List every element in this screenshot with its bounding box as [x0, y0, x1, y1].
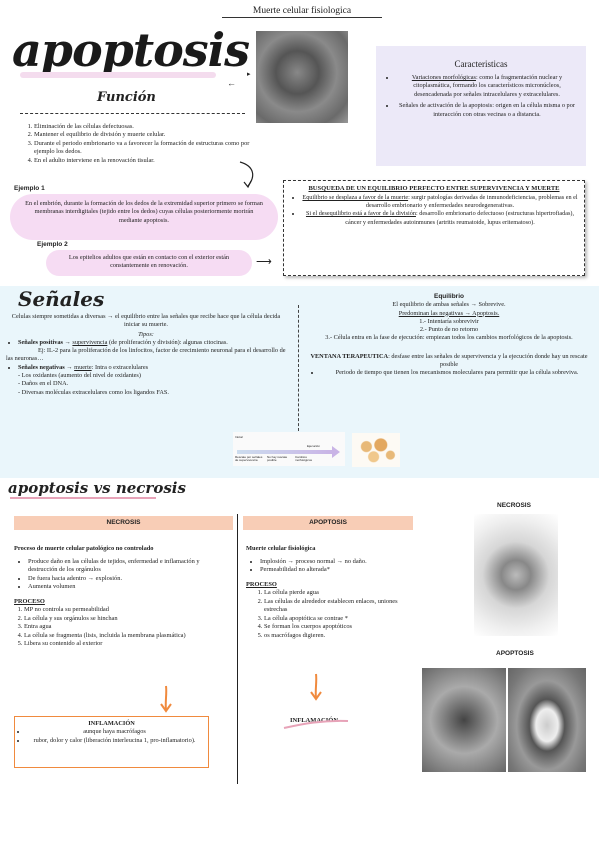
- curved-arrow-icon: [239, 161, 254, 189]
- equilibrio-line1: El equilibrio de ambas señales → Sobrevi…: [392, 301, 506, 309]
- list-item: Señales positivas → supervivencia (de pr…: [18, 339, 286, 347]
- list-item: os macrófagos digieren.: [264, 632, 422, 641]
- down-arrow-icon: [160, 685, 172, 713]
- list-item: Permeabilidad no alterada*: [260, 566, 422, 575]
- ejemplo1-pill: En el embrión, durante la formación de l…: [10, 194, 278, 240]
- cell-cluster-image: [352, 433, 400, 467]
- necrosis-proceso-label: PROCESO: [14, 597, 45, 605]
- necrosis-subtitle: Proceso de muerte celular patológico no …: [14, 545, 154, 552]
- list-item: Produce daño en las células de tejidos, …: [28, 558, 230, 575]
- diagram-label: Ejecución: [307, 444, 321, 448]
- list-item: - Los oxidantes (aumento del nivel de ox…: [18, 372, 141, 380]
- hero-title: apoptosis: [12, 23, 250, 77]
- ejemplo1-label: Ejemplo 1: [14, 185, 45, 192]
- necrosis-inflamacion-title: INFLAMACIÓN: [88, 720, 135, 727]
- list-item: aunque haya macrófagos: [27, 728, 202, 736]
- column-divider: [237, 514, 238, 784]
- list-item: Eliminación de las células defectuosas.: [34, 123, 262, 131]
- list-item: La célula se fragmenta (lisis, incluida …: [24, 632, 230, 641]
- page-header: Muerte celular fisiologica: [222, 6, 382, 18]
- apoptosis-subtitle: Muerte celular fisiológica: [246, 545, 316, 552]
- caracteristicas-title: Caracteristicas: [454, 59, 508, 69]
- list-item: Periodo de tiempo que tienen los mecanis…: [321, 369, 593, 377]
- list-item: Durante el periodo embrionario va a favo…: [34, 140, 262, 157]
- apoptosis-proceso-label: PROCESO: [246, 580, 277, 588]
- apoptosis-micrograph-2: [508, 668, 586, 772]
- hero-arrow-icon: ←: [227, 78, 236, 88]
- diagram-label: Rescate por señales de supervivencia: [235, 455, 263, 463]
- list-item: - Daños en el DNA.: [18, 380, 69, 388]
- diagram-arrowhead-icon: [332, 446, 340, 458]
- list-item: La célula apoptótica se contrae *: [264, 615, 422, 624]
- equilibrio-step: 1.- Intentaría sobrevivir: [419, 317, 479, 325]
- necrosis-micrograph: [474, 514, 558, 636]
- list-item: Si el desequilibrio está a favor de la d…: [302, 210, 578, 226]
- diagram-arrow-bar: [237, 450, 333, 454]
- diagram-label: Cambios morfológicos: [295, 455, 313, 463]
- apoptosis-micrograph: [256, 31, 348, 123]
- list-item: Señales negativas → muerte: Intra o extr…: [18, 364, 286, 372]
- equilibrio-diagram: Inicial Rescate por señales de supervive…: [233, 432, 345, 466]
- ejemplo2-label: Ejemplo 2: [37, 241, 68, 248]
- senales-ejemplo: Ej: IL-2 para la proliferación de los li…: [6, 347, 286, 363]
- necrosis-inflamacion-box: INFLAMACIÓN aunque haya macrófagos rubor…: [14, 716, 209, 768]
- diagram-label: Inicial: [235, 435, 243, 439]
- list-item: En el adulto interviene en la renovación…: [34, 157, 262, 165]
- list-item: - Diversas moléculas extracelulares como…: [18, 388, 169, 396]
- senales-divider: [298, 305, 299, 431]
- list-item: MP no controla su permeabilidad: [24, 606, 230, 615]
- ventana-text: : desfase entre las señales de supervive…: [388, 352, 588, 369]
- caracteristicas-box: Caracteristicas Variaciones morfológicas…: [376, 46, 586, 166]
- down-arrow-icon: [310, 673, 322, 701]
- ejemplo2-text: Los epitelios adultos que están en conta…: [68, 254, 230, 270]
- list-item: Señales de activación de la apoptosis: o…: [396, 102, 578, 119]
- senales-content: Celulas siempre sometidas a diversas → e…: [6, 313, 286, 397]
- apoptosis-column: Muerte celular fisiológica Implosión → p…: [246, 545, 422, 640]
- diagram-label: No hay rescate posible: [267, 455, 288, 463]
- list-item: De fuera hacia adentro → explosión.: [28, 575, 230, 584]
- busqueda-box: BUSQUEDA DE UN EQUILIBRIO PERFECTO ENTRE…: [283, 180, 585, 276]
- funcion-title: Función: [97, 90, 156, 105]
- list-item: Mantener el equilibrio de división y mue…: [34, 131, 262, 139]
- list-item: Variaciones morfológicas: como la fragme…: [396, 74, 578, 99]
- apoptosis-micrograph-1: [422, 668, 506, 772]
- equilibrio-step: 3.- Célula entra en la fase de ejecución…: [325, 334, 573, 342]
- list-item: Entra agua: [24, 623, 230, 632]
- list-item: Implosión → proceso normal → no daño.: [260, 558, 422, 567]
- hero-brush-underline: [20, 72, 216, 78]
- apoptosis-header: APOPTOSIS: [243, 516, 413, 530]
- funcion-dashed-line: [20, 113, 245, 114]
- equilibrio-title: Equilibrio: [434, 293, 464, 300]
- apoptosis-photo-label: APOPTOSIS: [496, 650, 534, 657]
- page-title: Muerte celular fisiologica: [252, 6, 352, 16]
- list-item: Se forman los cuerpos apoptóticos: [264, 623, 422, 632]
- list-item: Libera su contenido al exterior: [24, 640, 230, 649]
- senales-title: Señales: [18, 287, 105, 311]
- right-arrow-icon: ⟶: [256, 256, 272, 268]
- ejemplo2-pill: Los epitelios adultos que están en conta…: [46, 250, 252, 276]
- vs-title-underline: [10, 497, 156, 499]
- list-item: rubor, dolor y calor (liberación interle…: [27, 737, 202, 745]
- busqueda-title: BUSQUEDA DE UN EQUILIBRIO PERFECTO ENTRE…: [308, 185, 560, 192]
- list-item: Equilibrio se desplaza a favor de la mue…: [302, 194, 578, 210]
- ejemplo1-text: En el embrión, durante la formación de l…: [25, 200, 263, 224]
- list-item: La célula y sus orgánulos se hinchan: [24, 615, 230, 624]
- senales-intro: Celulas siempre sometidas a diversas → e…: [11, 313, 281, 329]
- equilibrio-step: 2.- Punto de no retorno: [419, 326, 479, 334]
- senales-tipos: Tipos:: [138, 330, 154, 338]
- funcion-list: Eliminación de las células defectuosas. …: [22, 123, 262, 165]
- equilibrio-line2: Predominan las negativas → Apoptosis.: [398, 309, 500, 317]
- ventana-label: VENTANA TERAPEUTICA: [310, 352, 389, 360]
- apoptosis-inflamacion-title: INFLAMACIÓN: [290, 717, 339, 724]
- vs-title: apoptosis vs necrosis: [8, 479, 186, 497]
- equilibrio-content: Equilibrio El equilibrio de ambas señale…: [305, 293, 593, 378]
- micrograph-arrow-icon: ▸: [247, 70, 251, 78]
- necrosis-column: Proceso de muerte celular patológico no …: [14, 545, 230, 649]
- list-item: Aumenta volumen: [28, 583, 230, 592]
- necrosis-header: NECROSIS: [14, 516, 233, 530]
- necrosis-photo-label: NECROSIS: [497, 502, 531, 509]
- list-item: Las células de alrededor establecen enla…: [264, 598, 422, 615]
- list-item: La célula pierde agua: [264, 589, 422, 598]
- inflamacion-strike-stroke: [283, 719, 349, 729]
